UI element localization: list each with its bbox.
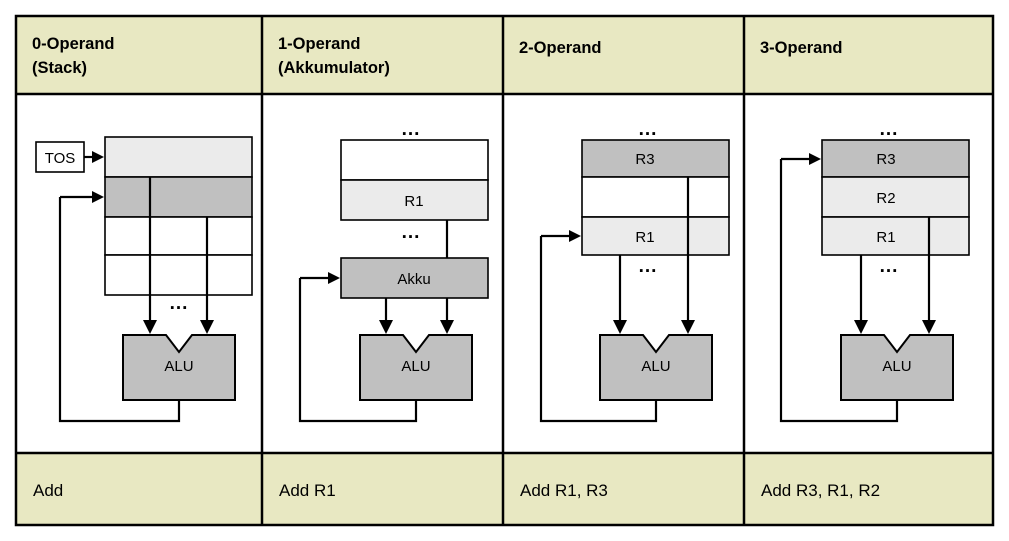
- memory-bottom-ellipsis-3-operand: ...: [880, 256, 899, 277]
- operand-arrow-r1-1-operand: [440, 320, 454, 334]
- header-2-operand-line1: 2-Operand: [519, 39, 602, 57]
- diagram-2-operand: ... R3 R1 ... ALU: [539, 119, 730, 423]
- tos-arrow-head: [92, 151, 104, 163]
- register-cell-r1-3-operand: [821, 216, 970, 256]
- alu-feedback-path-2-operand: [539, 236, 658, 423]
- alu-label-0-operand: ALU: [164, 358, 193, 375]
- tos-label: TOS: [45, 150, 76, 167]
- alu-feedback-path-0-operand: [58, 197, 181, 423]
- memory-top-ellipsis-1-operand: ...: [402, 119, 421, 140]
- memory-cell-r1-label-1-operand: R1: [404, 193, 423, 210]
- operand-arrow-r2-3-operand: [922, 320, 936, 334]
- footer-band: [16, 453, 993, 525]
- alu-shape-2-operand: [599, 334, 713, 401]
- alu-shape-3-operand: [840, 334, 954, 401]
- memory-top-ellipsis-2-operand: ...: [639, 119, 658, 140]
- memory-bottom-ellipsis-1-operand: ...: [402, 222, 421, 243]
- header-1-operand-line2: (Akkumulator): [278, 59, 390, 77]
- instruction-1-operand: Add R1: [279, 481, 336, 500]
- alu-shape-0-operand: [122, 334, 236, 401]
- stack-operand-arrow-right: [200, 320, 214, 334]
- register-cell-empty-2-operand: [581, 176, 730, 218]
- alu-label-1-operand: ALU: [401, 358, 430, 375]
- alu-label-3-operand: ALU: [882, 358, 911, 375]
- alu-label-2-operand: ALU: [641, 358, 670, 375]
- register-cell-r3-label-3-operand: R3: [876, 151, 895, 168]
- stack-ellipsis: ...: [170, 293, 189, 314]
- register-cell-r1-label-3-operand: R1: [876, 229, 895, 246]
- instruction-2-operand: Add R1, R3: [520, 481, 608, 500]
- stack-cell-second: [104, 176, 253, 218]
- register-cell-r3-3-operand: [821, 139, 970, 178]
- header-band: [16, 16, 993, 94]
- register-cell-r3-2-operand: [581, 139, 730, 178]
- diagram-0-operand: TOS ... ALU: [35, 136, 253, 423]
- instruction-3-operand: Add R3, R1, R2: [761, 481, 880, 500]
- memory-top-ellipsis-3-operand: ...: [880, 119, 899, 140]
- tos-box: [35, 141, 85, 173]
- header-0-operand-line2: (Stack): [32, 59, 87, 77]
- memory-cell-r1-1-operand: [340, 179, 489, 221]
- operand-arrow-r1-3-operand: [854, 320, 868, 334]
- header-0-operand-line1: 0-Operand: [32, 35, 115, 53]
- stack-cell-tos: [104, 136, 253, 178]
- alu-shape-1-operand: [359, 334, 473, 401]
- alu-feedback-path-3-operand: [779, 159, 899, 423]
- register-cell-r2-label-3-operand: R2: [876, 190, 895, 207]
- stack-cell-fourth: [104, 254, 253, 296]
- table-outer-border: [14, 14, 995, 527]
- instruction-row: Add Add R1 Add R1, R3 Add R3, R1, R2: [33, 481, 880, 500]
- stack-cell-third: [104, 216, 253, 256]
- header-1-operand-line1: 1-Operand: [278, 35, 361, 53]
- column-headers: 0-Operand (Stack) 1-Operand (Akkumulator…: [32, 35, 843, 77]
- diagram-1-operand: ... R1 ... Akku ALU: [298, 119, 489, 423]
- diagram-3-operand: ... R3 R2 R1 ... ALU: [779, 119, 970, 423]
- operand-arrow-akku-1-operand: [379, 320, 393, 334]
- operand-arrow-r1-2-operand: [613, 320, 627, 334]
- memory-cell-empty-1-operand: [340, 139, 489, 181]
- operand-arrow-r3-2-operand: [681, 320, 695, 334]
- accumulator-box: [340, 257, 489, 299]
- memory-bottom-ellipsis-2-operand: ...: [639, 256, 658, 277]
- stack-operand-arrow-left: [143, 320, 157, 334]
- alu-feedback-path-1-operand: [298, 278, 418, 423]
- register-cell-r1-label-2-operand: R1: [635, 229, 654, 246]
- stack-writeback-arrow-head: [92, 191, 104, 203]
- register-writeback-arrow-head-3-operand: [809, 153, 821, 165]
- register-cell-r3-label-2-operand: R3: [635, 151, 654, 168]
- register-writeback-arrow-head-2-operand: [569, 230, 581, 242]
- instruction-0-operand: Add: [33, 481, 63, 500]
- register-cell-r1-2-operand: [581, 216, 730, 256]
- accumulator-writeback-arrow-head: [328, 272, 340, 284]
- header-3-operand-line1: 3-Operand: [760, 39, 843, 57]
- accumulator-label: Akku: [397, 271, 430, 288]
